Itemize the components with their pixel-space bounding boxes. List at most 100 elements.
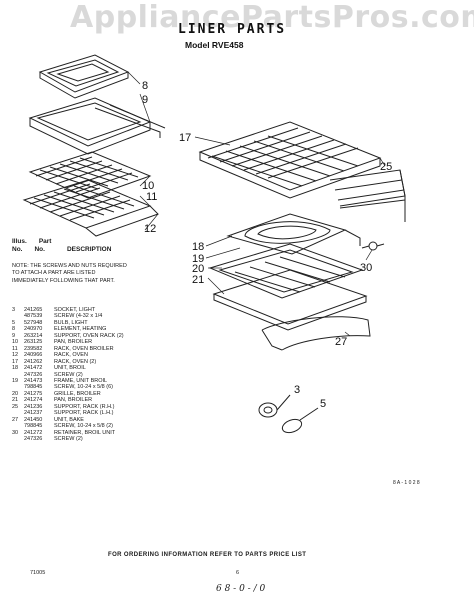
table-cell-desc: RACK, OVEN — [54, 352, 88, 359]
callout-18: 18 — [192, 241, 204, 253]
table-row: 8 240970 ELEMENT, HEATING — [12, 326, 172, 332]
watermark: AppliancePartsPros.com — [70, 0, 474, 35]
callout-19: 19 — [192, 253, 204, 265]
table-cell-no — [12, 436, 24, 442]
callout-25: 25 — [380, 161, 392, 173]
table-row: 18 241472 UNIT, BROIL — [12, 365, 172, 371]
table-cell-desc: ELEMENT, HEATING — [54, 326, 107, 333]
table-cell-desc: RETAINER, BROIL UNIT — [54, 429, 116, 436]
callout-12: 12 — [144, 223, 156, 235]
callout-5: 5 — [320, 398, 326, 410]
parts-note: NOTE: THE SCREWS AND NUTS REQUIRED TO AT… — [12, 263, 127, 284]
table-cell-desc: SCREW (4-32 x 1/4 — [54, 313, 103, 320]
table-cell-desc: SCREW (2) — [54, 371, 83, 378]
table-cell-part: 527948 — [24, 319, 43, 326]
model-label: Model RVE458 — [185, 40, 244, 50]
page-title: LINER PARTS — [178, 22, 287, 37]
table-cell-part: 798845 — [24, 384, 43, 391]
part-oven-rack-upper — [28, 151, 152, 199]
table-cell-no: 8 — [12, 326, 16, 333]
table-cell-part: 241262 — [24, 358, 43, 365]
table-cell-no: 30 — [12, 429, 19, 436]
part-bake-unit — [261, 316, 371, 351]
table-cell-desc: SOCKET, LIGHT — [54, 307, 96, 313]
table-cell-part: 241275 — [24, 390, 43, 397]
table-cell-part: 798845 — [24, 423, 43, 430]
table-cell-no: 20 — [12, 390, 19, 397]
callout-17: 17 — [179, 132, 191, 144]
table-cell-no: 18 — [12, 365, 19, 372]
part-oven-rack-right — [198, 121, 382, 199]
handwritten-note: 6 8 - 0 - / 0 — [216, 584, 266, 594]
table-cell-desc: SCREW, 10-24 x 5/8 (2) — [54, 423, 113, 430]
callout-21: 21 — [192, 274, 204, 286]
part-light-socket — [258, 394, 291, 418]
table-cell-part: 241472 — [24, 365, 43, 372]
part-broil-retainer — [361, 241, 385, 251]
table-cell-desc: SCREW (2) — [54, 436, 83, 443]
table-cell-desc: SUPPORT, RACK (L.H.) — [54, 410, 114, 417]
table-cell-no: 27 — [12, 416, 19, 423]
table-cell-part: 487539 — [24, 313, 43, 320]
callout-11: 11 — [146, 191, 157, 203]
table-row: 25 241236 SUPPORT, RACK (R.H.) — [12, 404, 172, 410]
table-cell-part: 240970 — [24, 326, 43, 333]
table-cell-part: 263125 — [24, 339, 43, 346]
parts-table-header: Illus. Part No. No. DESCRIPTION — [12, 238, 111, 254]
callout-20: 20 — [192, 263, 204, 275]
callout-30: 30 — [360, 262, 372, 274]
callout-9: 9 — [142, 94, 148, 106]
table-cell-desc: RACK, OVEN BROILER — [54, 345, 114, 352]
table-cell-part: 240966 — [24, 352, 43, 359]
table-cell-no: 10 — [12, 339, 19, 346]
table-cell-desc: FRAME, UNIT BROIL — [54, 377, 108, 384]
callout-10: 10 — [142, 180, 154, 192]
ordering-footer: FOR ORDERING INFORMATION REFER TO PARTS … — [108, 552, 307, 558]
part-broiler-pan-lower — [212, 269, 368, 331]
col-part: Part — [38, 238, 52, 245]
col-desc: DESCRIPTION — [66, 246, 112, 253]
part-broiler-grille — [208, 243, 364, 299]
part-light-bulb — [281, 407, 319, 434]
table-cell-desc: SUPPORT, OVEN RACK (2) — [54, 332, 124, 339]
callout-8: 8 — [142, 80, 148, 92]
part-broil-unit — [226, 213, 361, 255]
table-cell-desc: BULB, LIGHT — [54, 319, 88, 326]
table-cell-desc: PAN, BROILER — [54, 339, 93, 346]
part-heating-element — [38, 54, 130, 99]
table-cell-desc: UNIT, BROIL — [54, 365, 86, 372]
table-cell-part: 247326 — [24, 436, 43, 443]
table-cell-no: 19 — [12, 377, 19, 384]
document-code: 71005 — [30, 570, 46, 576]
table-cell-desc: SUPPORT, RACK (R.H.) — [54, 403, 115, 410]
table-cell-no: 3 — [12, 307, 16, 313]
callout-27: 27 — [335, 336, 347, 348]
page-number: 6 — [236, 570, 240, 576]
table-cell-no: 9 — [12, 332, 16, 339]
table-cell-desc: RACK, OVEN (2) — [54, 358, 97, 365]
table-cell-part: 241274 — [24, 397, 43, 404]
table-row: 798845 SCREW, 10-24 x 5/8 (6) — [12, 384, 172, 390]
table-cell-desc: SCREW, 10-24 x 5/8 (6) — [54, 384, 113, 391]
table-row: 19 241473 FRAME, UNIT BROIL — [12, 378, 172, 384]
table-cell-part: 241473 — [24, 377, 43, 384]
table-cell-no: 25 — [12, 403, 19, 410]
table-row: 798845 SCREW, 10-24 x 5/8 (2) — [12, 423, 172, 429]
table-cell-part: 241236 — [24, 403, 43, 410]
table-row: 247326 SCREW (2) — [12, 436, 172, 442]
part-rack-support — [329, 169, 406, 222]
table-row: 10 263125 PAN, BROILER — [12, 339, 172, 345]
